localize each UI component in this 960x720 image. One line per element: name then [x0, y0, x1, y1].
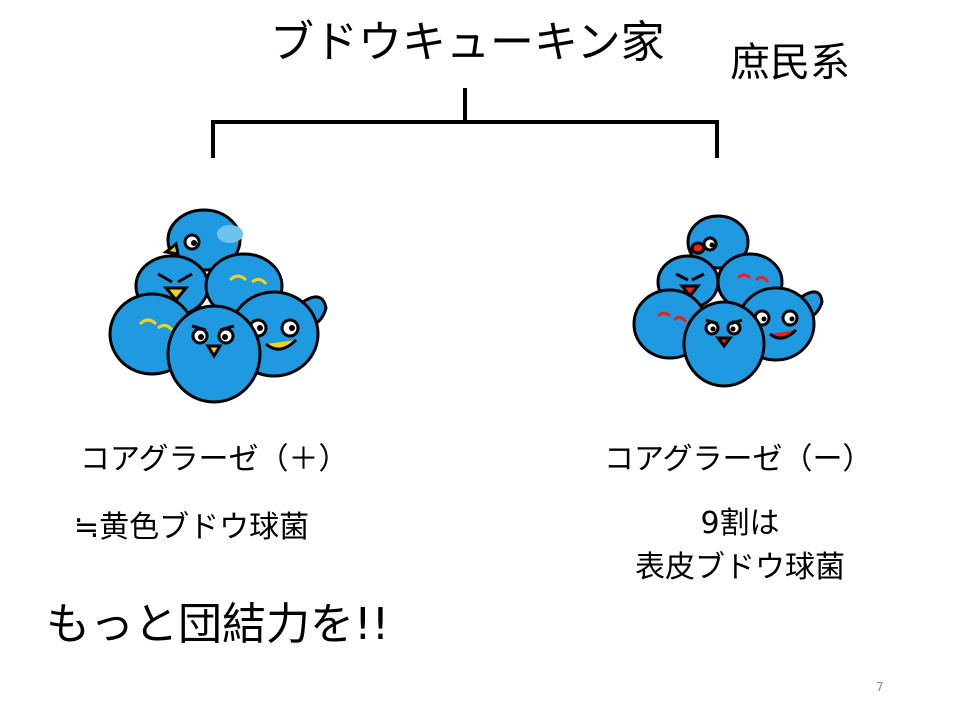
left-branch-label: コアグラーゼ（＋）: [80, 442, 349, 477]
right-branch-note-line2: 表皮ブドウ球菌: [635, 550, 845, 585]
left-bacteria-cluster-illustration: [108, 208, 328, 404]
page-subtitle: 庶民系: [730, 40, 850, 86]
right-branch-note-line1: 9割は: [700, 506, 780, 541]
right-branch-note: 9割は 表皮ブドウ球菌: [610, 502, 870, 590]
right-bacteria-cluster-illustration: [632, 214, 824, 388]
right-branch-label: コアグラーゼ（ー）: [604, 442, 873, 477]
left-branch-note: ≒黄色ブドウ球菌: [74, 510, 310, 545]
tree-connector: [211, 88, 719, 158]
page-title: ブドウキューキン家: [270, 17, 665, 68]
page-number: 7: [876, 680, 884, 694]
bacterium-top: [686, 214, 750, 270]
motto-text: もっと団結力を!!: [46, 599, 390, 650]
